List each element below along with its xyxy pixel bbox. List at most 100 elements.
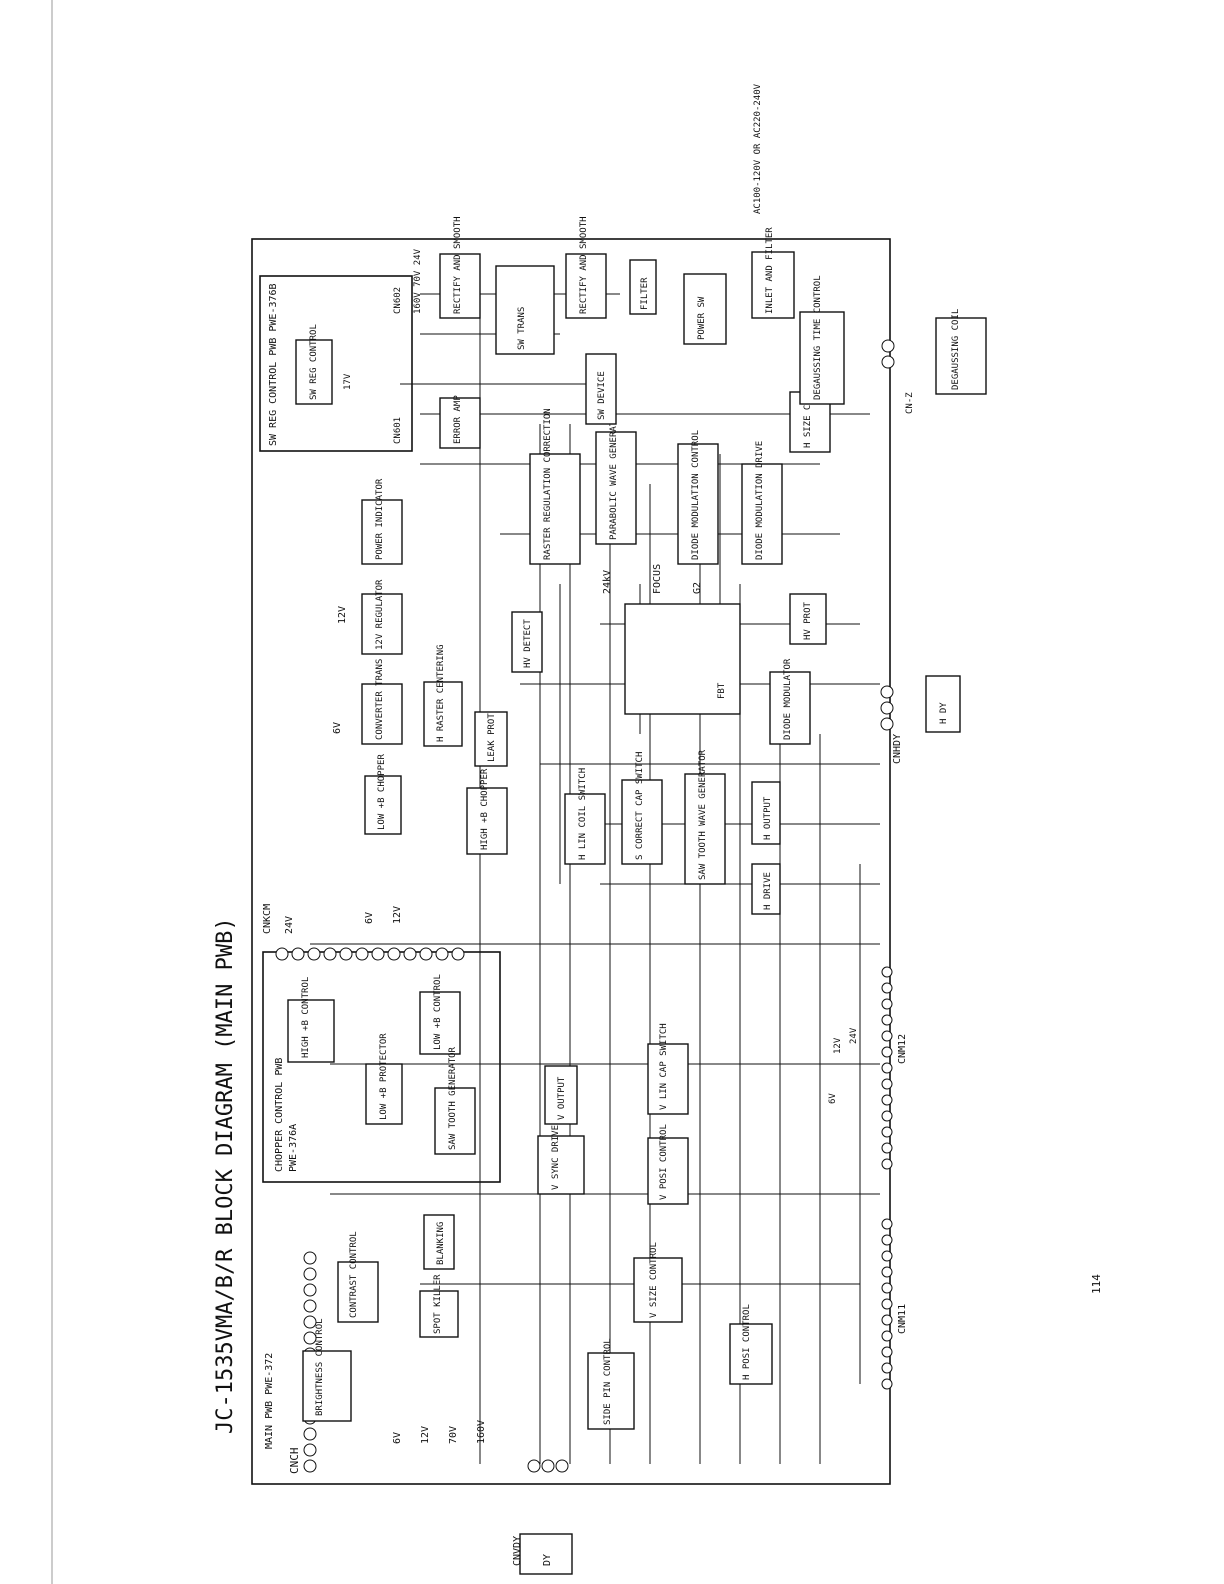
- svg-text:FBT: FBT: [717, 682, 727, 699]
- main-pwb-label: MAIN PWB PWE-372: [264, 1353, 275, 1449]
- svg-text:S CORRECT CAP SWITCH: S CORRECT CAP SWITCH: [635, 752, 645, 860]
- g2-label: G2: [692, 582, 703, 594]
- svg-text:LOW +B CONTROL: LOW +B CONTROL: [433, 974, 443, 1050]
- power-sw-block: POWER SW: [683, 273, 727, 345]
- page-number: 114: [1090, 1274, 1103, 1294]
- spot-killer-block: SPOT KILLER: [419, 1274, 459, 1338]
- wiring: [310, 293, 880, 1464]
- high-b-chopper-block: HIGH +B CHOPPER: [466, 768, 508, 855]
- v-sync-drive-block: V SYNC DRIVE: [537, 1125, 585, 1195]
- svg-text:LEAK PROT: LEAK PROT: [487, 713, 497, 762]
- degaussing-time-control-block: DEGAUSSING TIME CONTROL: [799, 275, 845, 405]
- svg-text:DIODE MODULATOR: DIODE MODULATOR: [783, 658, 793, 740]
- svg-text:DIODE MODULATION CONTROL: DIODE MODULATION CONTROL: [691, 430, 701, 560]
- svg-text:DEGAUSSING TIME CONTROL: DEGAUSSING TIME CONTROL: [813, 275, 823, 400]
- parabolic-wave-generator-block: PARABOLIC WAVE GENERATOR: [595, 409, 637, 545]
- converter-trans-block: CONVERTER TRANS: [361, 659, 403, 745]
- label-70v: 70V: [448, 1426, 459, 1444]
- blanking-block: BLANKING: [423, 1214, 455, 1270]
- brightness-control-block: BRIGHTNESS CONTROL: [302, 1318, 352, 1422]
- cnkcm-connector: CNKCM: [262, 904, 465, 961]
- chopper-pwb-label: CHOPPER CONTROL PWB: [274, 1058, 285, 1172]
- svg-text:PARABOLIC WAVE GENERATOR: PARABOLIC WAVE GENERATOR: [609, 409, 619, 540]
- svg-text:H OUTPUT: H OUTPUT: [763, 796, 773, 840]
- main-pwb-frame: [251, 238, 891, 1485]
- svg-text:H RASTER CENTERING: H RASTER CENTERING: [436, 644, 446, 742]
- v-lin-cap-switch-block: V LIN CAP SWITCH: [647, 1023, 689, 1115]
- rectify-smooth-1-block: RECTIFY AND SMOOTH: [439, 216, 481, 319]
- fbt-transformer: FBT: [624, 603, 741, 715]
- svg-text:LOW +B CHOPPER: LOW +B CHOPPER: [377, 754, 387, 830]
- diagram-title: JC-1535VMA/B/R BLOCK DIAGRAM (MAIN PWB): [213, 917, 238, 1434]
- h-posi-control-block: H POSI CONTROL: [729, 1304, 773, 1385]
- ac-input-label: AC100-120V OR AC220-240V: [753, 83, 763, 214]
- cnm12-6v-label: 6V: [828, 1093, 838, 1104]
- inlet-filter-block: INLET AND FILTER: [751, 227, 795, 319]
- cnkcm-label: CNKCM: [262, 904, 273, 934]
- cnvdy-bottom-connector: CNVDY DY: [512, 1459, 573, 1575]
- error-amp-block: ERROR AMP: [439, 395, 481, 449]
- svg-text:ERROR AMP: ERROR AMP: [453, 395, 463, 444]
- svg-text:INLET AND FILTER: INLET AND FILTER: [765, 227, 775, 314]
- cnhdy-label: CNHDY: [892, 734, 903, 764]
- filter-block: FILTER: [629, 259, 657, 315]
- low-b-chopper-block: LOW +B CHOPPER: [364, 754, 402, 835]
- svg-text:SW REG CONTROL: SW REG CONTROL: [309, 324, 319, 400]
- cnkcm-24v-label: 24V: [284, 916, 295, 934]
- svg-text:V POSI CONTROL: V POSI CONTROL: [659, 1124, 669, 1200]
- svg-text:LOW +B PROTECTOR: LOW +B PROTECTOR: [379, 1033, 389, 1120]
- high-b-control-block: HIGH +B CONTROL: [287, 977, 335, 1063]
- leak-prot-block: LEAK PROT: [474, 711, 508, 767]
- h-drive-block: H DRIVE: [751, 863, 781, 915]
- v-posi-control-block: V POSI CONTROL: [647, 1124, 689, 1205]
- svg-text:HV PROT: HV PROT: [803, 601, 813, 640]
- side-pin-control-block: SIDE PIN CONTROL: [587, 1338, 635, 1430]
- h-lin-coil-switch-block: H LIN COIL SWITCH: [564, 768, 606, 865]
- svg-text:BRIGHTNESS CONTROL: BRIGHTNESS CONTROL: [315, 1318, 325, 1416]
- svg-text:CONVERTER TRANS: CONVERTER TRANS: [375, 659, 385, 740]
- svg-text:HIGH +B CONTROL: HIGH +B CONTROL: [301, 977, 311, 1058]
- svg-text:H SIZE CONTROL: H SIZE CONTROL: [803, 372, 813, 448]
- cnz-connector: CN-Z: [881, 339, 915, 414]
- svg-text:H DRIVE: H DRIVE: [763, 872, 773, 910]
- regulator-12v-label: 12V: [337, 606, 348, 624]
- h-raster-centering-block: H RASTER CENTERING: [423, 644, 463, 747]
- svg-text:V SIZE CONTROL: V SIZE CONTROL: [649, 1242, 659, 1318]
- chopper-pwb-code: PWE-376A: [288, 1124, 299, 1172]
- 17v-label: 17V: [343, 373, 353, 390]
- svg-text:H POSI CONTROL: H POSI CONTROL: [742, 1304, 752, 1380]
- svg-text:BLANKING: BLANKING: [436, 1222, 446, 1265]
- cnm12-connector: CNM12: [881, 966, 908, 1170]
- svg-text:SAW TOOTH WAVE GENERATOR: SAW TOOTH WAVE GENERATOR: [698, 749, 708, 880]
- cn601-label: CN601: [393, 417, 403, 444]
- svg-text:DEGAUSSING COIL: DEGAUSSING COIL: [951, 309, 961, 390]
- low-b-protector-block: LOW +B PROTECTOR: [365, 1033, 403, 1125]
- s-correct-cap-switch-block: S CORRECT CAP SWITCH: [621, 752, 663, 865]
- svg-text:SW TRANS: SW TRANS: [517, 307, 527, 350]
- cn602-label: CN602: [393, 287, 403, 314]
- svg-text:HIGH +B CHOPPER: HIGH +B CHOPPER: [480, 768, 490, 850]
- svg-text:RECTIFY AND SMOOTH: RECTIFY AND SMOOTH: [579, 216, 589, 314]
- svg-text:12V REGULATOR: 12V REGULATOR: [375, 579, 385, 650]
- svg-text:POWER SW: POWER SW: [697, 296, 707, 340]
- diode-modulation-drive-block: DIODE MODULATION DRIVE: [741, 441, 783, 565]
- svg-text:SW DEVICE: SW DEVICE: [597, 371, 607, 420]
- svg-text:V OUTPUT: V OUTPUT: [557, 1076, 567, 1120]
- svg-text:CONTRAST CONTROL: CONTRAST CONTROL: [349, 1231, 359, 1318]
- contrast-control-block: CONTRAST CONTROL: [337, 1231, 379, 1323]
- dy-box: [519, 1533, 573, 1575]
- sw-reg-control-block: SW REG CONTROL: [295, 324, 333, 405]
- svg-text:RASTER REGULATION CORRECTION: RASTER REGULATION CORRECTION: [543, 408, 553, 560]
- svg-text:V SYNC DRIVE: V SYNC DRIVE: [551, 1125, 561, 1190]
- svg-text:H LIN COIL SWITCH: H LIN COIL SWITCH: [578, 768, 588, 860]
- sw-trans-block: SW TRANS: [495, 265, 555, 355]
- cnm12-12v-label: 12V: [833, 1037, 843, 1054]
- saw-tooth-generator-block: SAW TOOTH GENERATOR: [434, 1046, 476, 1155]
- low-b-control-block: LOW +B CONTROL: [419, 974, 461, 1055]
- hv-detect-block: HV DETECT: [511, 611, 543, 673]
- diode-modulator-block: DIODE MODULATOR: [769, 658, 811, 745]
- svg-text:POWER INDICATOR: POWER INDICATOR: [375, 478, 385, 560]
- cnm11-label: CNM11: [897, 1304, 908, 1334]
- label-12v: 12V: [420, 1426, 431, 1444]
- outputs-label: 160V 70V 24V: [413, 248, 423, 314]
